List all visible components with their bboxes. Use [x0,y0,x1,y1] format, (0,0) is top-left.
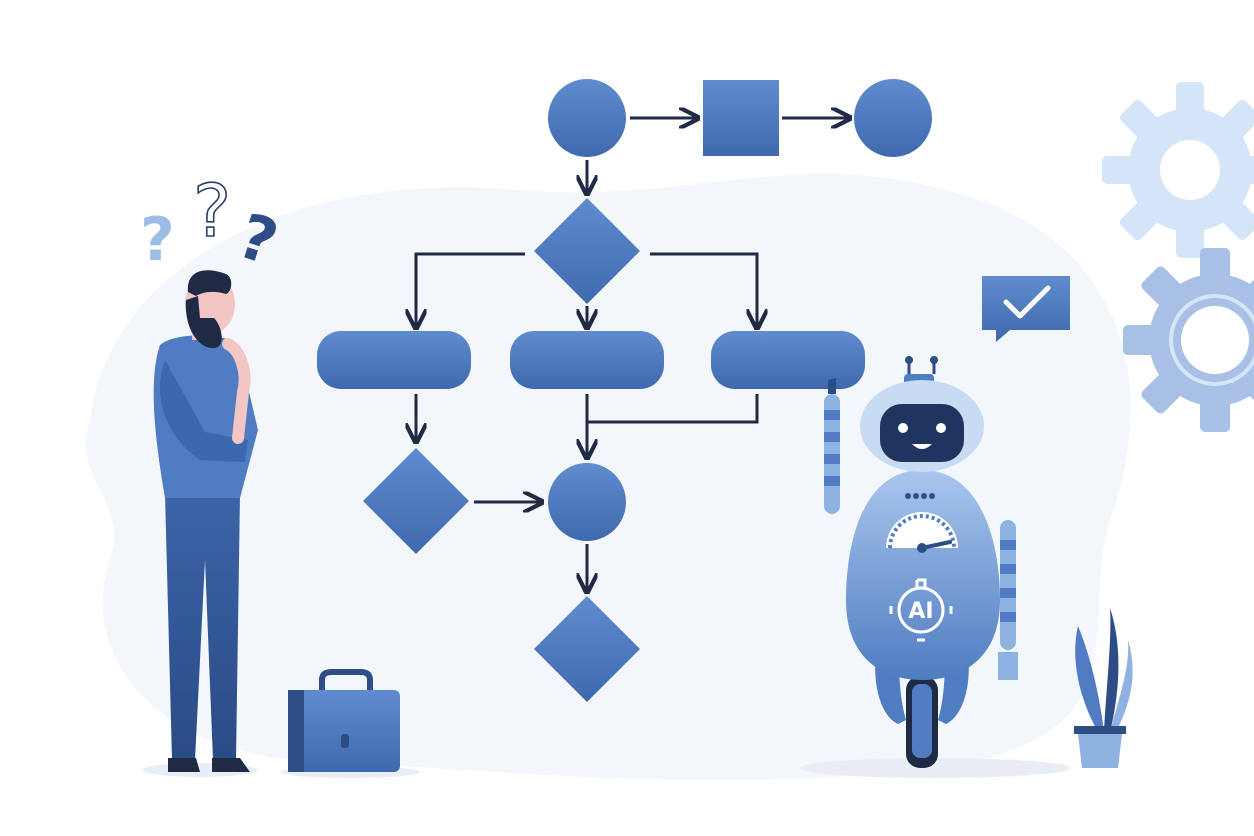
flow-end-node [854,79,932,157]
flow-decision-node [534,198,640,304]
thinking-man [142,270,258,777]
flow-step-right [711,331,865,389]
plant-icon [1074,608,1133,768]
gear-icon [1102,82,1254,258]
flow-decision-node-3 [534,596,640,702]
flow-decision-node-2 [363,448,469,554]
svg-text:?: ? [193,169,231,253]
flow-process-node [703,80,779,156]
ai-robot: AI [800,356,1070,778]
flowchart-connectors [416,118,848,590]
flow-merge-node [548,463,626,541]
flow-start-node [548,79,626,157]
flowchart-nodes [317,79,932,702]
robot-ai-badge-text: AI [908,599,933,624]
svg-text:?: ? [140,205,175,275]
gear-icon [1123,248,1254,432]
flow-step-left [317,331,471,389]
flow-step-center [510,331,664,389]
briefcase-icon [280,669,420,778]
check-icon [982,276,1070,342]
